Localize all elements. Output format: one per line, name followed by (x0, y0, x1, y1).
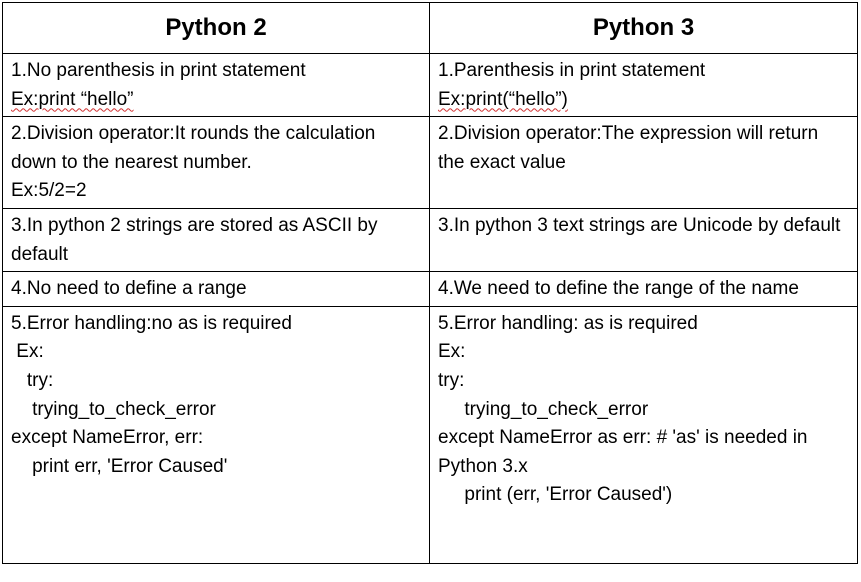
row5-right-line6: print (err, 'Error Caused') (438, 484, 673, 506)
row1-right-line2: Ex:print(“hello”) (438, 88, 568, 110)
row2-python2-cell: 2.Division operator:It rounds the calcul… (2, 116, 430, 209)
row5-left-line6: print err, 'Error Caused' (11, 455, 228, 477)
row2-left-text: 2.Division operator:It rounds the calcul… (11, 123, 376, 173)
row5-left-line1: 5.Error handling:no as is required (11, 312, 292, 334)
row1-python3-cell: 1.Parenthesis in print statement Ex:prin… (429, 52, 858, 118)
row4-python2-cell: 4.No need to define a range (2, 271, 430, 307)
header-row: Python 2 Python 3 (2, 2, 858, 54)
row2-right-text: 2.Division operator:The expression will … (438, 123, 819, 173)
row4-right-text: 4.We need to define the range of the nam… (438, 278, 799, 300)
row5-left-line4: trying_to_check_error (11, 398, 216, 420)
table-row: 5.Error handling:no as is required Ex: t… (2, 305, 858, 564)
row5-left-line3: try: (11, 369, 54, 391)
header-python-3: Python 3 (429, 2, 858, 54)
table-row: 1.No parenthesis in print statement Ex:p… (2, 52, 858, 118)
row3-python3-cell: 3.In python 3 text strings are Unicode b… (429, 207, 858, 273)
row5-python2-cell: 5.Error handling:no as is required Ex: t… (2, 305, 430, 564)
table-row: 4.No need to define a range 4.We need to… (2, 271, 858, 307)
row1-left-line1: 1.No parenthesis in print statement (11, 60, 306, 81)
row1-left-line2: Ex:print “hello” (11, 88, 134, 110)
row3-right-text: 3.In python 3 text strings are Unicode b… (438, 214, 841, 236)
header-python-2: Python 2 (2, 2, 430, 54)
row5-right-line4: trying_to_check_error (438, 398, 649, 420)
row5-left-line5: except NameError, err: (11, 427, 204, 449)
table-row: 3.In python 2 strings are stored as ASCI… (2, 207, 858, 273)
row2-left-line2: Ex:5/2=2 (11, 180, 87, 202)
row5-left-line2: Ex: (11, 341, 44, 363)
row5-right-line2: Ex: (438, 341, 466, 363)
row4-left-text: 4.No need to define a range (11, 278, 247, 300)
row1-python2-cell: 1.No parenthesis in print statement Ex:p… (2, 52, 430, 118)
table-row: 2.Division operator:It rounds the calcul… (2, 116, 858, 209)
comparison-table: Python 2 Python 3 1.No parenthesis in pr… (2, 2, 858, 564)
row3-python2-cell: 3.In python 2 strings are stored as ASCI… (2, 207, 430, 273)
row5-right-line3: try: (438, 369, 465, 391)
row4-python3-cell: 4.We need to define the range of the nam… (429, 271, 858, 307)
row3-left-text: 3.In python 2 strings are stored as ASCI… (11, 214, 378, 265)
row5-right-line5: except NameError as err: # 'as' is neede… (438, 427, 808, 477)
row5-python3-cell: 5.Error handling: as is required Ex: try… (429, 305, 858, 564)
row1-right-line1: 1.Parenthesis in print statement (438, 60, 706, 81)
row2-python3-cell: 2.Division operator:The expression will … (429, 116, 858, 209)
row5-right-line1: 5.Error handling: as is required (438, 312, 698, 334)
